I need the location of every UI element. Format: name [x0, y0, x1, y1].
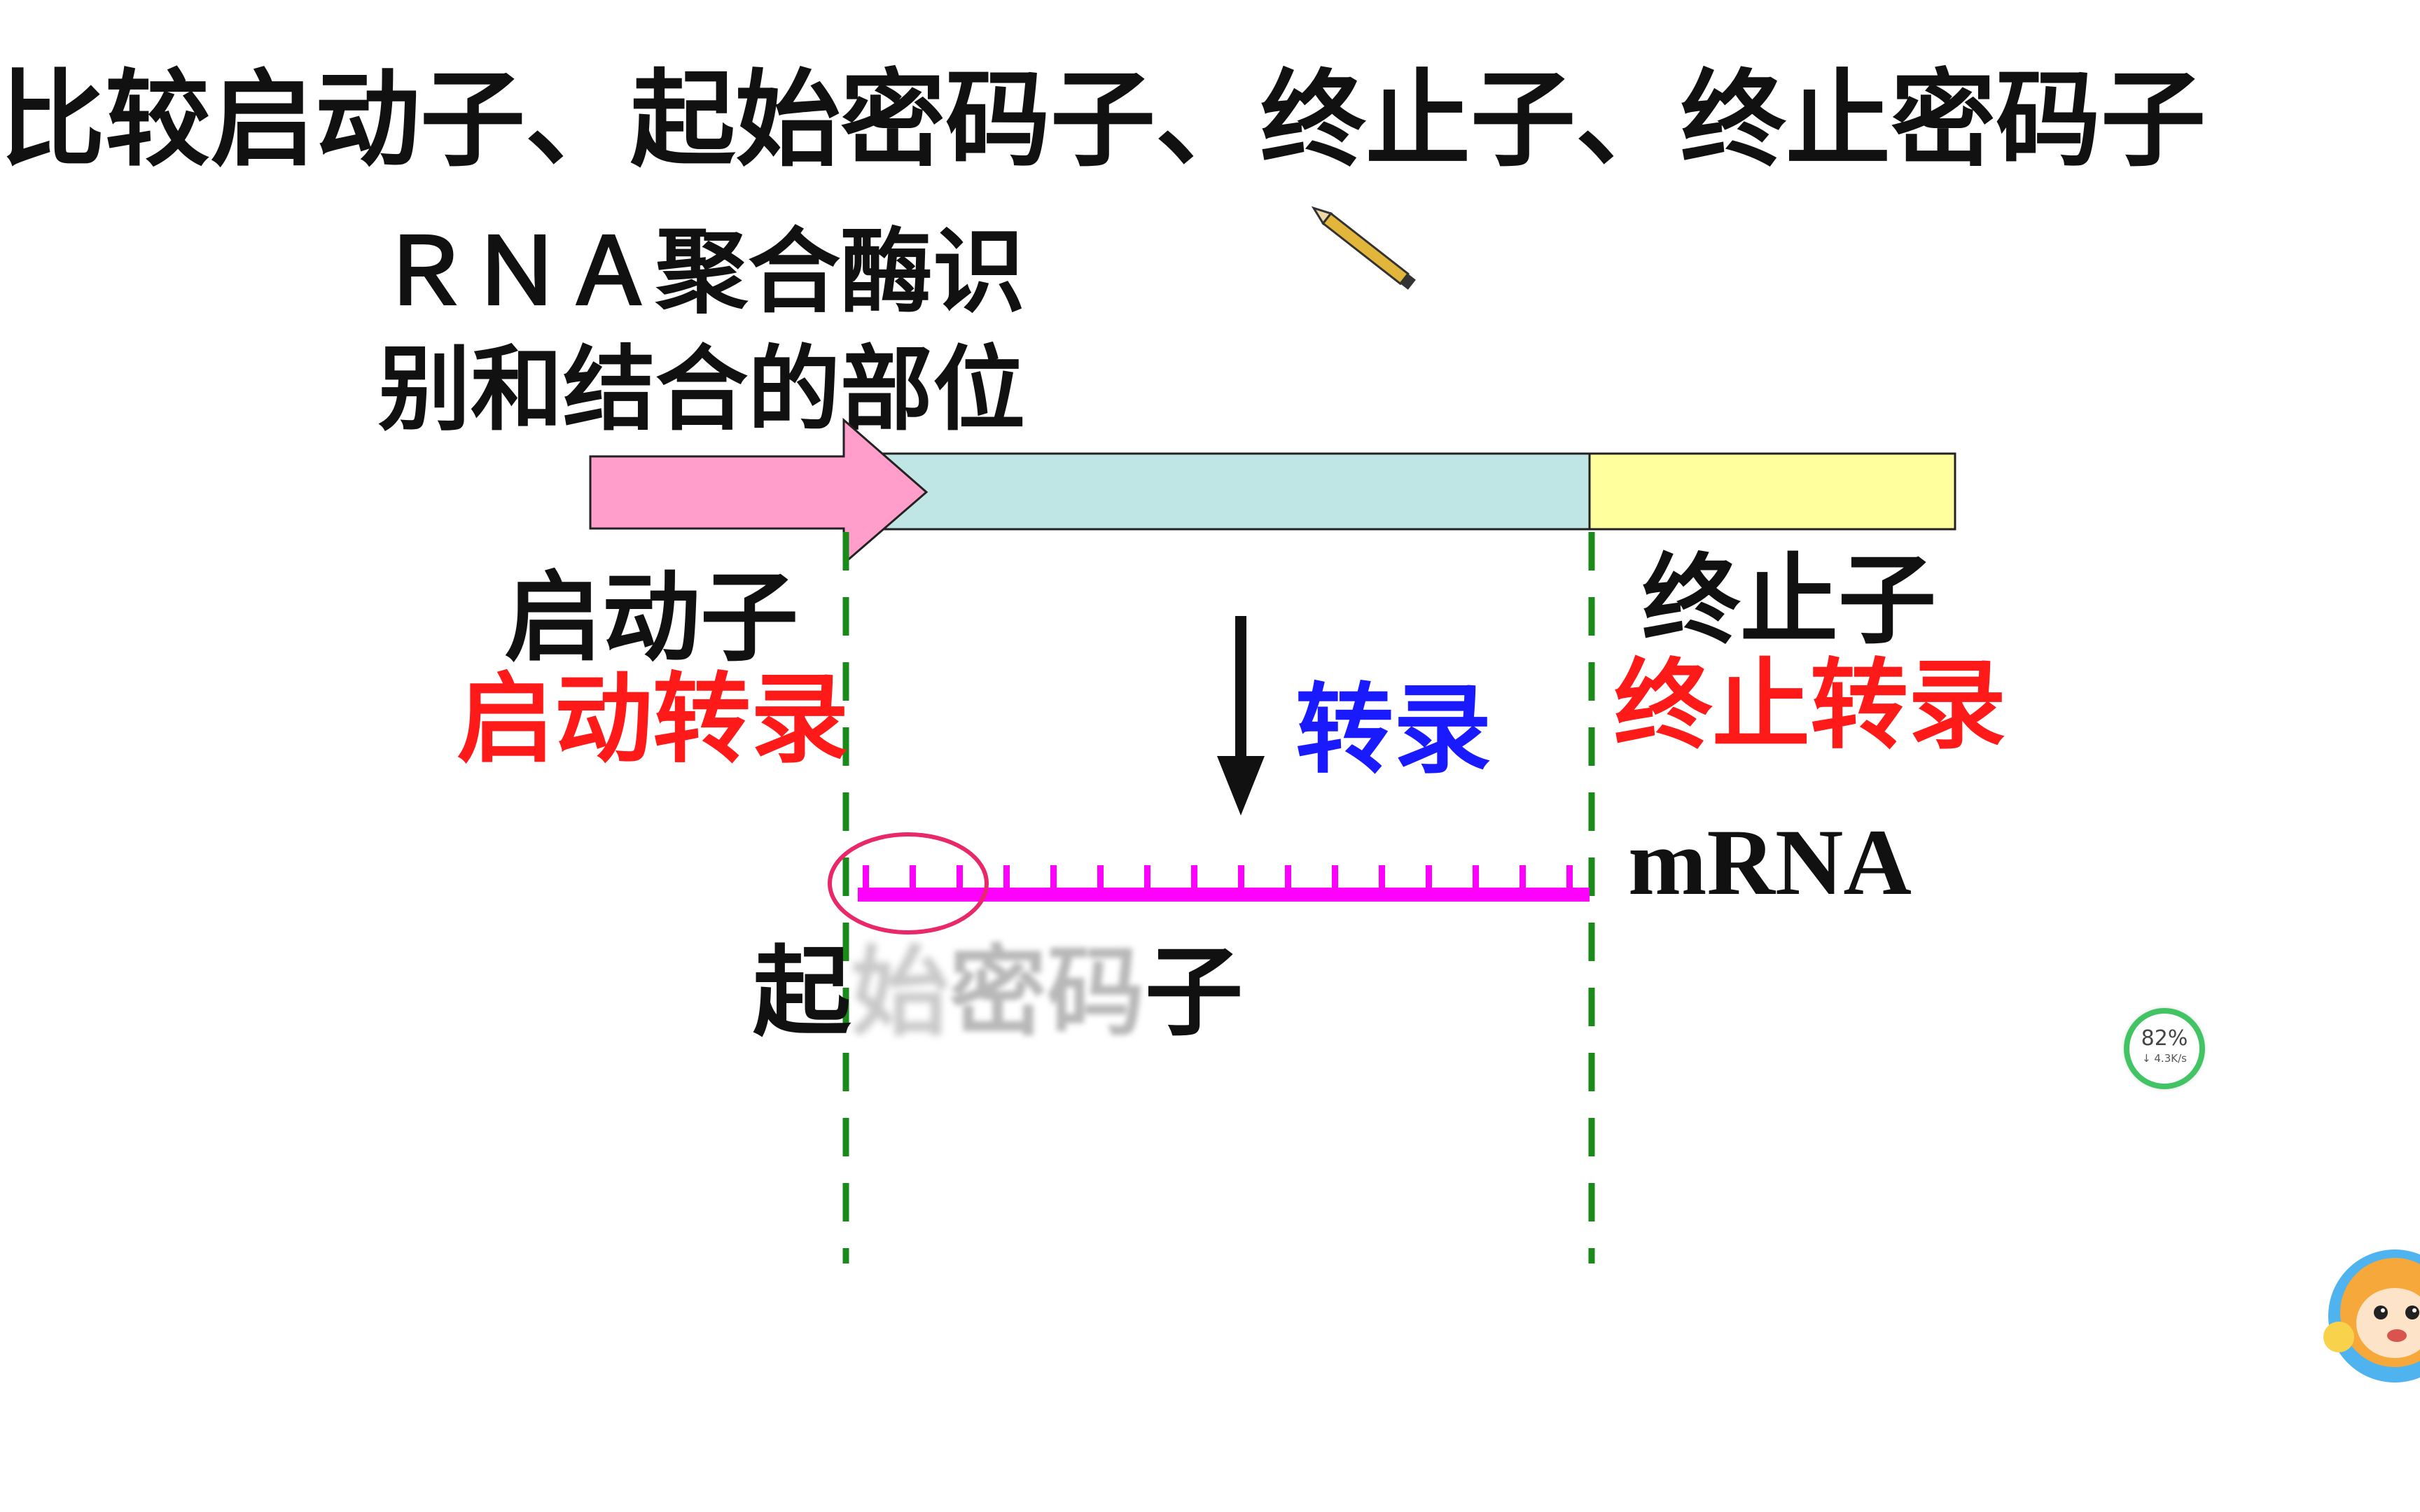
start-transcription-label: 启动转录: [457, 663, 849, 777]
terminator-region: [1588, 452, 1956, 531]
download-percent: 82%: [2141, 1026, 2188, 1051]
start-codon-circle: [828, 832, 989, 934]
mrna-tick: [1191, 865, 1197, 890]
mrna-tick: [1238, 865, 1244, 890]
start-codon-char4: 子: [1145, 936, 1244, 1050]
start-codon-label: 起始密码子: [753, 913, 1243, 1055]
mrna-tick: [1144, 865, 1150, 890]
rna-polymerase-binding-label: ＲＮＡ聚合酶识 别和结合的部位: [378, 214, 1025, 449]
end-transcription-label: 终止转录: [1614, 649, 2007, 763]
mrna-tick: [863, 865, 869, 890]
mrna-tick: [1003, 865, 1010, 890]
mrna-label: mRNA: [1628, 811, 1912, 915]
transcription-arrow-head: [1217, 756, 1265, 816]
mrna-tick: [1566, 865, 1573, 890]
promoter-label: 启动子: [504, 561, 799, 676]
mrna-ticks: [863, 865, 1573, 890]
transcription-label: 转录: [1295, 673, 1492, 788]
rna-label-line2: 别和结合的部位: [378, 336, 1025, 444]
promoter-arrow: [589, 417, 929, 566]
mrna-tick: [1379, 865, 1385, 890]
start-codon-char2: 始: [851, 936, 950, 1050]
mascot-icon[interactable]: [2311, 1232, 2420, 1400]
mrna-tick: [1473, 865, 1479, 890]
mrna-strand: [858, 888, 1590, 902]
mrna-tick: [1426, 865, 1432, 890]
download-progress-widget[interactable]: 82% ↓ 4.3K/s: [2124, 1008, 2205, 1089]
page-title: 比较启动子、起始密码子、终止子、终止密码子: [0, 59, 2206, 181]
mrna-tick: [957, 865, 963, 890]
mrna-tick: [1332, 865, 1338, 890]
mrna-tick: [1097, 865, 1104, 890]
mrna-tick: [1520, 865, 1526, 890]
mrna-tick: [1285, 865, 1291, 890]
rna-label-line1: ＲＮＡ聚合酶识: [378, 218, 1025, 326]
mrna-tick: [1050, 865, 1057, 890]
start-codon-char1: 起: [753, 936, 851, 1050]
terminator-label: 终止子: [1642, 544, 1937, 658]
start-codon-char3: 密码: [949, 936, 1146, 1050]
coding-region: [877, 452, 1594, 531]
pencil-icon: [1311, 206, 1416, 290]
mrna-tick: [910, 865, 916, 890]
download-speed: ↓ 4.3K/s: [2142, 1052, 2187, 1065]
